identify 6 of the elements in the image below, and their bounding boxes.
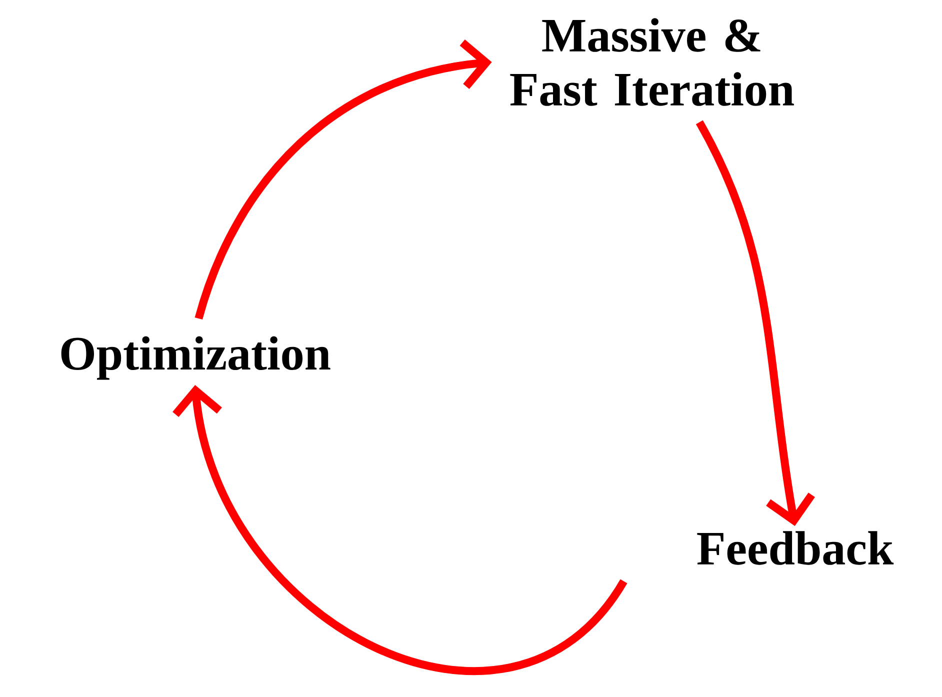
cycle-step-label: Optimization: [61, 336, 330, 380]
cycle-step-label: Feedback: [697, 531, 894, 565]
curved-arrow: [172, 384, 627, 675]
cycle-step-label: Massive & Fast Iteration: [510, 18, 794, 106]
curved-arrow: [194, 40, 492, 320]
curved-arrow: [696, 120, 815, 526]
